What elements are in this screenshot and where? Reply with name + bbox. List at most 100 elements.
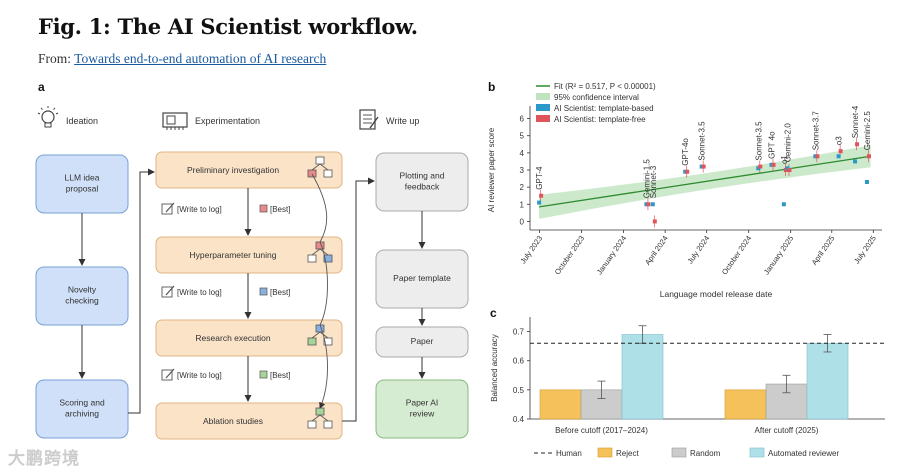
legend-human-label: Human <box>556 449 582 458</box>
from-label: From: <box>38 51 72 66</box>
legend-ci-label: 95% confidence interval <box>554 93 639 102</box>
experiment-box-label: Preliminary investigation <box>187 165 279 175</box>
best-square-icon <box>259 287 268 296</box>
writeup-box-label: Paper template <box>393 273 451 283</box>
y-tick-label: 0.4 <box>513 415 525 424</box>
y-tick-label: 0.7 <box>513 328 525 337</box>
y-tick-label: 0.5 <box>513 386 525 395</box>
experiment-box-label: Hyperparameter tuning <box>190 250 277 260</box>
point-template-based <box>864 180 869 184</box>
legend-fit-label: Fit (R² = 0.517, P < 0.00001) <box>554 82 656 91</box>
x-tick-label: April 2025 <box>810 234 837 267</box>
panel-c-letter: c <box>490 306 497 320</box>
source-link[interactable]: Towards end-to-end automation of AI rese… <box>74 51 327 66</box>
experiment-box-3 <box>155 319 343 357</box>
bar-reject <box>539 389 582 420</box>
model-label: Gemini-1.5 <box>642 159 651 199</box>
best-square-icon <box>259 370 268 379</box>
y-tick-label: 1 <box>520 200 525 209</box>
point-template-free <box>815 154 820 159</box>
model-label: GPT 4o <box>768 131 777 159</box>
write-log-label: [Write to log] <box>177 288 222 297</box>
legend-swatch <box>671 447 687 458</box>
point-template-based <box>650 202 655 207</box>
best-square-icon <box>259 204 268 213</box>
connector-curve <box>311 173 328 409</box>
y-tick-label: 5 <box>520 132 525 141</box>
figure-title: Fig. 1: The AI Scientist workflow. <box>38 14 418 39</box>
model-label: GPT-4 <box>535 166 544 190</box>
legend-swatch <box>749 447 765 458</box>
model-label: o1 <box>780 155 789 164</box>
point-template-based <box>836 154 841 159</box>
experiment-box-label: Research execution <box>195 333 270 343</box>
legend-free-label: AI Scientist: template-free <box>554 115 646 124</box>
model-label: Sonnet-3.7 <box>811 111 820 151</box>
pencil-icon <box>161 202 175 215</box>
point-template-free <box>646 202 651 207</box>
model-label: Gemini-2.0 <box>783 123 792 163</box>
experiment-box-2 <box>155 236 343 274</box>
legend-ci-swatch <box>536 93 550 100</box>
legend-swatch <box>597 447 613 458</box>
legend-based-label: AI Scientist: template-based <box>554 104 654 113</box>
gpu-icon <box>162 112 188 130</box>
legend-label: Random <box>690 449 721 458</box>
x-tick-label: October 2024 <box>720 234 753 276</box>
legend-label: Automated reviewer <box>768 449 839 458</box>
write-log-label: [Write to log] <box>177 205 222 214</box>
source-line: From: Towards end-to-end automation of A… <box>38 51 326 67</box>
legend-label: Reject <box>616 449 639 458</box>
point-template-free <box>787 168 792 172</box>
bar-automated-reviewer <box>621 334 664 420</box>
pencil-icon <box>161 285 175 298</box>
point-template-free <box>652 219 657 224</box>
point-template-based <box>537 200 542 205</box>
point-template-free <box>771 162 776 167</box>
y-tick-label: 4 <box>520 149 525 158</box>
point-template-free <box>758 164 763 169</box>
category-label: After cutoff (2025) <box>755 426 819 435</box>
point-template-based <box>769 162 774 167</box>
x-tick-label: July 2024 <box>686 234 712 265</box>
stage-writeup-label: Write up <box>386 116 419 126</box>
y-tick-label: 0 <box>520 217 525 226</box>
panel-a-letter: a <box>38 80 45 94</box>
best-label: [Best] <box>270 205 290 214</box>
model-label: Sonnet-3 <box>649 165 658 198</box>
arrow <box>342 177 375 422</box>
score-scatter-chart: Fit (R² = 0.517, P < 0.00001) 95% confide… <box>487 82 882 299</box>
model-label: Gemini-2.5 <box>863 111 872 151</box>
y-tick-label: 3 <box>520 166 525 175</box>
x-tick-label: January 2025 <box>762 234 795 276</box>
panel-b-letter: b <box>488 80 496 94</box>
best-label: [Best] <box>270 371 290 380</box>
experiment-box-1 <box>155 151 343 189</box>
point-template-free <box>701 164 706 169</box>
y-axis-label: AI reviewer paper score <box>487 127 496 212</box>
point-template-free <box>866 154 871 159</box>
tree-icon <box>307 156 333 178</box>
x-tick-label: January 2024 <box>595 234 628 276</box>
point-template-free <box>539 193 544 198</box>
pencil-icon <box>161 368 175 381</box>
document-pen-icon <box>359 109 379 130</box>
y-tick-label: 2 <box>520 183 525 192</box>
model-label: Sonnet-3.5 <box>698 121 707 161</box>
point-template-free <box>838 149 843 154</box>
x-tick-label: July 2025 <box>852 234 878 265</box>
bar-reject <box>724 389 767 420</box>
point-template-free <box>855 142 860 147</box>
stage-ideation-label: Ideation <box>66 116 98 126</box>
ideation-box-3 <box>35 379 129 439</box>
x-tick-label: October 2023 <box>553 234 586 276</box>
experiment-box-label: Ablation studies <box>203 416 263 426</box>
write-log-label: [Write to log] <box>177 371 222 380</box>
